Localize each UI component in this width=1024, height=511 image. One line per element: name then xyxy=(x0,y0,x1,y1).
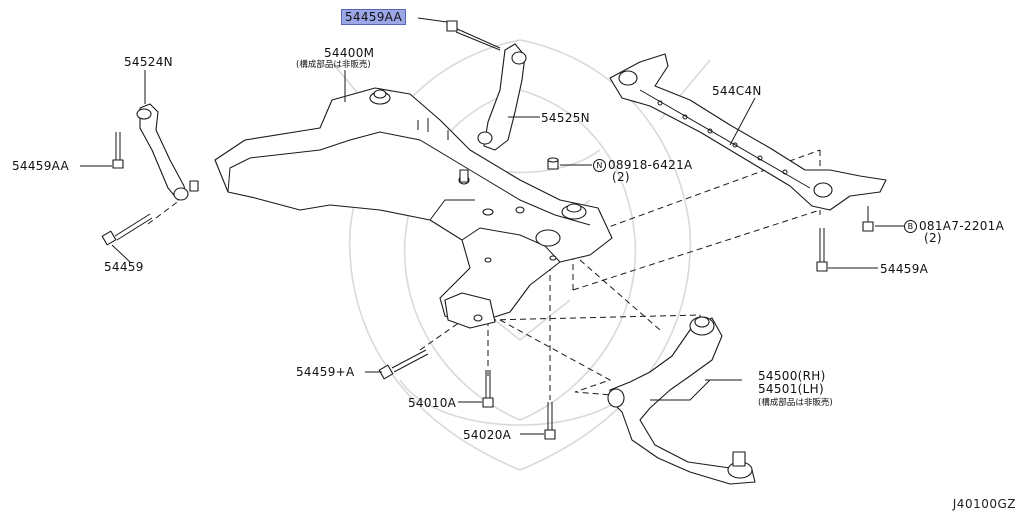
b-circle-icon: B xyxy=(904,220,917,233)
transverse-link-lower-arm xyxy=(607,316,756,485)
assembly-guide-lines xyxy=(147,149,821,400)
callout-54500-RH[interactable]: 54500(RH) xyxy=(758,369,826,383)
callout-081A7-qty: (2) xyxy=(924,231,942,245)
callout-544C4N[interactable]: 544C4N xyxy=(712,84,762,98)
bolt-54459 xyxy=(101,213,153,246)
stabilizer-link-left xyxy=(136,103,199,201)
suspension-member xyxy=(214,87,613,329)
leader-lines xyxy=(80,17,904,435)
bolt-54459AA-left xyxy=(112,132,124,169)
callout-54020A[interactable]: 54020A xyxy=(463,428,512,442)
callout-54459[interactable]: 54459 xyxy=(104,260,144,274)
callout-54501-LH[interactable]: 54501(LH) xyxy=(758,382,824,396)
diagram-code: J40100GZ xyxy=(952,497,1016,511)
bolt-54459plusA xyxy=(378,349,429,380)
nut-08918-6421A xyxy=(547,157,559,170)
callout-54459AA-left[interactable]: 54459AA xyxy=(12,159,70,173)
callout-081A7-number: 081A7-2201A xyxy=(919,219,1005,233)
bolt-081A7-2201A xyxy=(862,206,874,232)
callout-54524N[interactable]: 54524N xyxy=(124,55,173,69)
callout-54400M[interactable]: 54400M xyxy=(324,46,375,60)
callout-54400M-note: (構成部品は非販売) xyxy=(296,60,371,70)
member-bar-544C4N xyxy=(609,53,887,211)
callout-54010A[interactable]: 54010A xyxy=(408,396,457,410)
n-circle-icon: N xyxy=(593,159,606,172)
bolt-54010A xyxy=(482,370,494,408)
callout-08918-number: 08918-6421A xyxy=(608,158,693,172)
bolt-54459A xyxy=(816,228,828,272)
bracket-54525N xyxy=(446,20,527,151)
callout-54459AA-top[interactable]: 54459AA xyxy=(341,9,407,25)
callout-08918-qty: (2) xyxy=(612,170,630,184)
callout-arm-note: (構成部品は非販売) xyxy=(758,398,833,408)
callout-54459A[interactable]: 54459A xyxy=(880,262,929,276)
bolt-54020A xyxy=(544,402,556,440)
callout-54525N[interactable]: 54525N xyxy=(541,111,590,125)
callout-54459plusA[interactable]: 54459+A xyxy=(296,365,355,379)
